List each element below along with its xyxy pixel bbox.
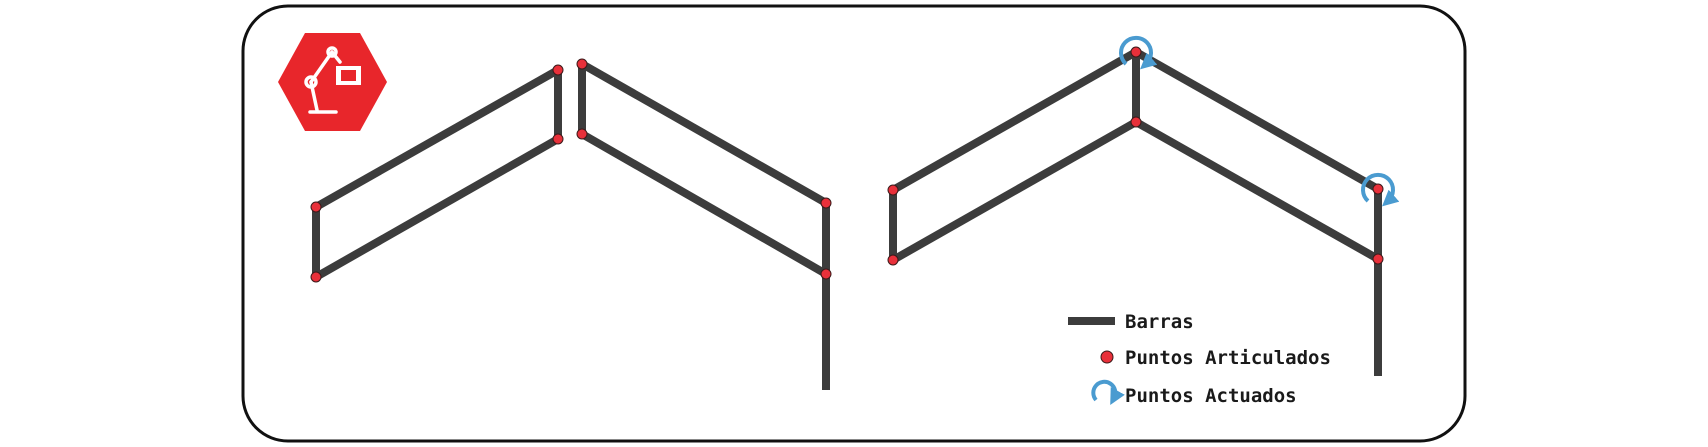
- joint-point: [887, 254, 899, 266]
- bar: [1134, 118, 1380, 263]
- robot-arm-icon: [304, 46, 361, 114]
- actuated-point-icon: [1361, 172, 1400, 207]
- joint-point: [1130, 46, 1142, 58]
- logo-hexagon: [278, 33, 387, 131]
- legend-actuated-label: Puntos Actuados: [1125, 385, 1297, 407]
- left-mechanism: [310, 58, 832, 390]
- joint-point: [576, 128, 588, 140]
- bar: [314, 66, 560, 211]
- joint-point: [820, 197, 832, 209]
- joint-point: [887, 184, 899, 196]
- logo: [278, 33, 387, 131]
- legend-joint-swatch: [1100, 350, 1114, 364]
- joint-point: [1372, 253, 1384, 265]
- joint-point: [310, 271, 322, 283]
- right-mechanism: [887, 35, 1400, 376]
- legend: Barras Puntos Articulados Puntos Actuado…: [1068, 311, 1331, 407]
- bar: [891, 118, 1138, 264]
- legend-bars-label: Barras: [1125, 311, 1194, 333]
- joint-point: [1372, 183, 1384, 195]
- legend-joints-label: Puntos Articulados: [1125, 347, 1331, 369]
- joint-point: [552, 64, 564, 76]
- bar: [891, 48, 1138, 194]
- joint-point: [820, 268, 832, 280]
- diagram-frame: [241, 4, 1467, 443]
- bar: [580, 60, 828, 207]
- actuated-point-icon: [1119, 35, 1158, 70]
- actuated-point-icon: [1091, 379, 1125, 406]
- joint-point: [310, 201, 322, 213]
- bar: [314, 135, 560, 281]
- bar: [580, 130, 828, 278]
- bar: [1134, 48, 1380, 193]
- joint-point: [552, 133, 564, 145]
- joint-point: [576, 58, 588, 70]
- joint-point: [1130, 116, 1142, 128]
